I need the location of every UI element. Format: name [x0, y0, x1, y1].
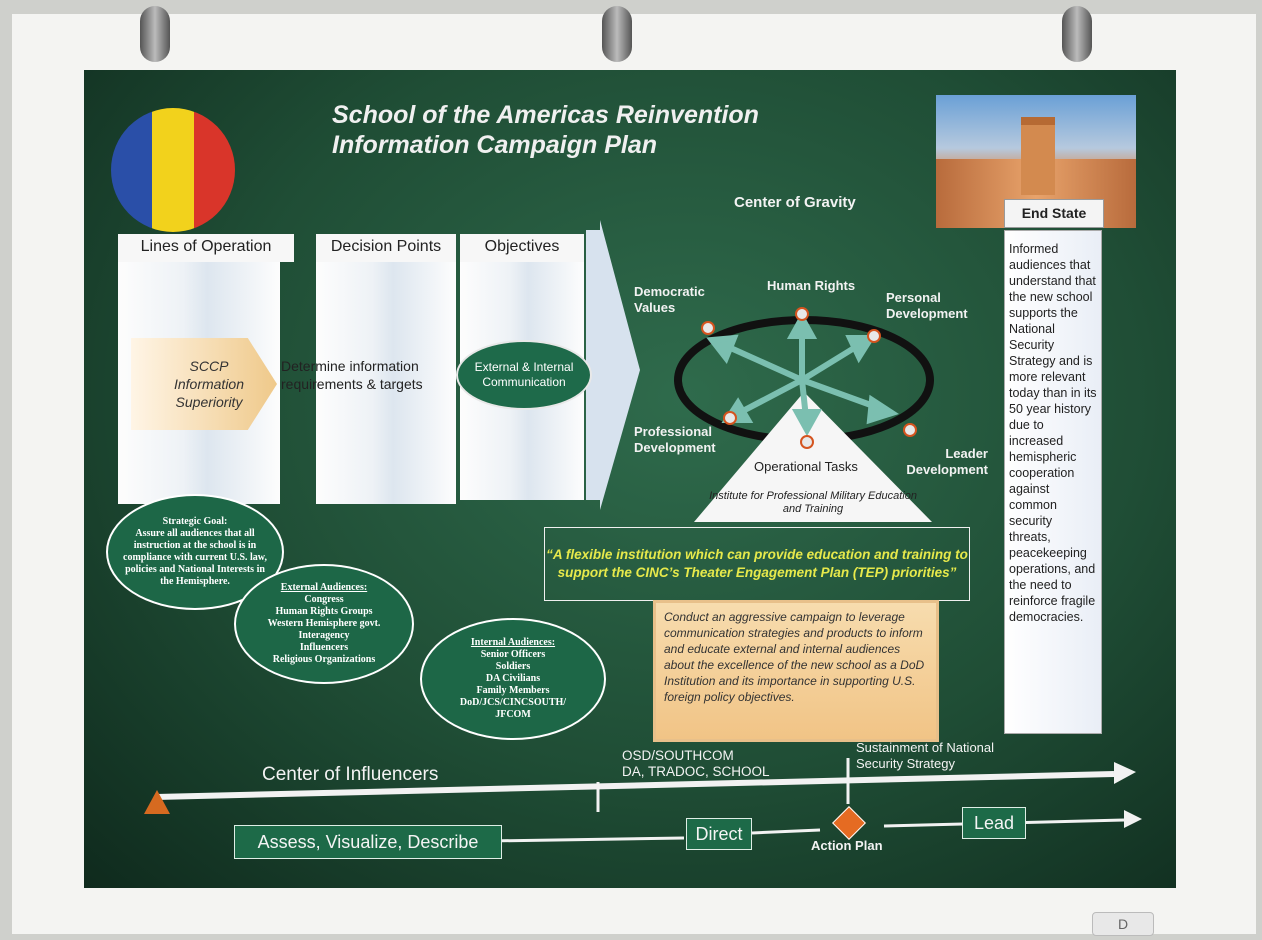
- end-state-text: Informed audiences that understand that …: [1004, 230, 1102, 734]
- institute-pyramid: [694, 392, 932, 522]
- objectives-arrow: [586, 220, 640, 510]
- direct-box: Direct: [686, 818, 752, 850]
- assess-visualize-describe-box: Assess, Visualize, Describe: [234, 825, 502, 859]
- slide-title: School of the Americas Reinvention Infor…: [332, 100, 759, 160]
- operational-tasks-label: Operational Tasks: [754, 459, 858, 474]
- binder-ring-center: [602, 6, 632, 62]
- action-plan-label: Action Plan: [811, 838, 883, 853]
- timeline-lower-arrowhead: [1124, 810, 1142, 828]
- decision-points-heading: Decision Points: [316, 234, 456, 262]
- title-line-1: School of the Americas Reinvention: [332, 101, 759, 129]
- end-state-label: End State: [1004, 199, 1104, 228]
- timeline-upper-line: [155, 771, 1115, 800]
- timeline-lower-line-1: [487, 836, 685, 843]
- leader-development-label: Leader Development: [906, 446, 988, 477]
- decision-points-column: [316, 234, 456, 504]
- internal-audiences-ellipse: Internal Audiences: Senior Officers Sold…: [420, 618, 606, 740]
- external-internal-communication: External & Internal Communication: [456, 340, 592, 410]
- lead-box: Lead: [962, 807, 1026, 839]
- conduct-campaign-box: Conduct an aggressive campaign to levera…: [653, 600, 939, 742]
- personal-development-label: Personal Development: [886, 290, 968, 321]
- title-line-2: Information Campaign Plan: [332, 131, 658, 159]
- mission-quote: “A flexible institution which can provid…: [544, 527, 970, 601]
- sccp-arrow: [131, 338, 277, 430]
- sccp-label: SCCP Information Superiority: [173, 358, 245, 410]
- binder-ring-left: [140, 6, 170, 62]
- democratic-values-label: Democratic Values: [634, 284, 705, 315]
- external-audiences-ellipse: External Audiences: Congress Human Right…: [234, 564, 414, 684]
- human-rights-label: Human Rights: [767, 278, 856, 293]
- professional-development-label: Professional Development: [634, 424, 716, 455]
- timeline-lower-line-2: [751, 828, 821, 835]
- sustainment-label: Sustainment of National Security Strateg…: [856, 740, 995, 771]
- campaign-plan-slide: School of the Americas Reinvention Infor…: [84, 70, 1176, 888]
- radiating-arrows: [706, 311, 899, 437]
- gravity-star-markers: [701, 307, 917, 449]
- diagram-graphics: [155, 220, 1142, 843]
- center-of-gravity-label: Center of Gravity: [734, 194, 856, 211]
- page-tab: D: [1092, 912, 1154, 936]
- institute-label: Institute for Professional Military Educ…: [709, 490, 917, 515]
- osd-southcom-label: OSD/SOUTHCOM DA, TRADOC, SCHOOL: [622, 748, 770, 779]
- lines-of-operation-heading: Lines of Operation: [118, 234, 294, 262]
- timeline-upper-arrowhead: [1114, 762, 1136, 784]
- binder-ring-right: [1062, 6, 1092, 62]
- center-of-influencers-label: Center of Influencers: [262, 764, 439, 785]
- determine-information-text: Determine information requirements & tar…: [281, 358, 423, 392]
- objectives-heading: Objectives: [460, 234, 584, 262]
- start-triangle-marker: [144, 790, 170, 814]
